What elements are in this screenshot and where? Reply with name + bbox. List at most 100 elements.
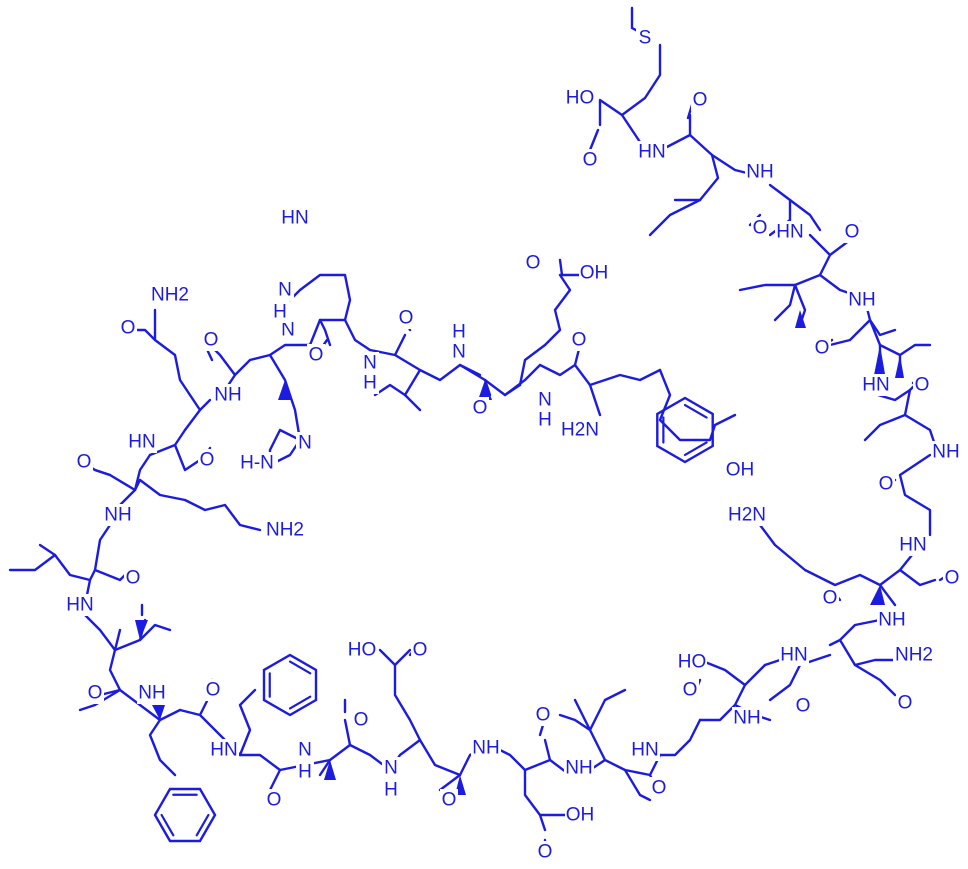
atom-label-nh-val2: N: [452, 342, 466, 363]
label-bg-nh-val3: [564, 757, 594, 779]
label-bg-h-ala1: [296, 761, 314, 783]
atom-label-nh-his2: N: [363, 353, 377, 374]
atom-label-o-asn-side: O: [898, 693, 913, 714]
label-bg-n-his2-ring: [296, 432, 314, 454]
label-bg-o-gly2: [877, 473, 895, 495]
label-bg-o-gly3: [751, 217, 769, 239]
label-bg-nh-lys1: [127, 431, 157, 453]
atom-label-nh-lys1: HN: [128, 432, 155, 453]
label-bg-nh-lys2: [877, 609, 907, 631]
label-bg-o-phe1: [204, 679, 222, 701]
atom-label-nh-phe1: NH: [138, 683, 165, 704]
atom-label-nh-asn: HN: [780, 645, 807, 666]
atom-label-nh-ala1: N: [298, 740, 312, 761]
label-bg-o-gln: [198, 449, 216, 471]
label-bg-o-leu2: [691, 89, 709, 111]
label-bg-nh-ser: [732, 707, 762, 729]
label-bg-nh-his2: [361, 352, 379, 374]
label-bg-nh-asp: [471, 737, 501, 759]
label-bg-h-val2: [450, 321, 468, 343]
label-bg-o-val3: [650, 777, 668, 799]
atom-label-o-val2: O: [399, 308, 414, 329]
atom-label-o-leu1: O: [126, 568, 141, 589]
atom-label-nh2-asn: NH2: [895, 645, 933, 666]
label-bg-hn-his1-ring: [280, 207, 310, 229]
atom-label-ho-cterm: HO: [566, 88, 595, 109]
label-bg-nh-met: [637, 141, 667, 163]
atom-label-nh2-tyr: H2N: [561, 420, 599, 441]
label-bg-o-ala1: [352, 709, 370, 731]
label-bg-hn-his2-ring: [236, 452, 278, 474]
atom-label-n-his2-ring: N: [298, 433, 312, 454]
atom-label-nh-ile1: NH: [848, 290, 875, 311]
atom-label-o-ser: O: [796, 696, 811, 717]
atom-label-h-glu1: H: [538, 410, 552, 431]
label-bg-o-asp-side: [536, 841, 554, 863]
label-bg-nh-lys2-amine: [726, 504, 768, 526]
atom-label-h-val2: H: [452, 322, 466, 343]
atom-label-nh-gln: NH: [214, 385, 241, 406]
double-bond-layer: [78, 103, 950, 852]
label-bg-n-his1-ring: [276, 279, 294, 301]
label-bg-nh-asn: [779, 644, 809, 666]
label-bg-h-his2: [361, 372, 379, 394]
atom-label-o-tyr: O: [572, 330, 587, 351]
atom-label-o-glu1: O: [473, 398, 488, 419]
atom-label-nh-val1: HN: [66, 595, 93, 616]
atom-label-o-asn: O: [823, 588, 838, 609]
atom-label-o-asp-side: O: [538, 842, 553, 863]
atom-label-o-lys1: O: [77, 452, 92, 473]
atom-label-h-his1: H: [273, 302, 287, 323]
atom-label-o-ala1: O: [354, 710, 369, 731]
atom-label-nh-leu2: NH: [746, 162, 773, 183]
atom-label-h-ala1: H: [298, 762, 312, 783]
label-bg-nh-ile2: [861, 374, 891, 396]
label-bg-nh-gly2: [898, 534, 928, 556]
label-bg-o-asn: [821, 587, 839, 609]
label-bg-ho-ser: [677, 651, 707, 673]
atom-label-o-glu1-side: O: [526, 253, 541, 274]
label-bg-nh-glu2: [382, 757, 400, 779]
atom-label-hn-his1-ring: HN: [281, 208, 308, 229]
label-bg-nh2-asn: [893, 644, 935, 666]
label-bg-o-lys2: [943, 567, 961, 589]
aromatic-ring-layer: [153, 396, 714, 843]
atom-label-oh-glu1: OH: [580, 263, 609, 284]
label-bg-o-val2: [397, 307, 415, 329]
label-bg-o-ala2: [913, 374, 931, 396]
label-bg-nh-val2: [450, 341, 468, 363]
bond-layer: [8, 6, 937, 832]
label-bg-nh2-lys1: [264, 519, 306, 541]
atom-label-o-ile1: O: [845, 222, 860, 243]
atom-label-nh-gly1: HN: [631, 740, 658, 761]
atom-label-o-glu2-side: O: [413, 640, 428, 661]
label-bg-nh2-gln: [149, 284, 191, 306]
atom-label-nh-glu1: N: [538, 390, 552, 411]
label-bg-nh-gln: [213, 384, 243, 406]
label-bg-o-asn-side: [896, 692, 914, 714]
label-bg-o-cterm: [581, 149, 599, 171]
label-bg-nh2-tyr: [559, 419, 601, 441]
label-bg-o-leu1: [124, 567, 142, 589]
atom-label-nh-glu2: N: [384, 758, 398, 779]
atom-label-nh-gly2: HN: [899, 535, 926, 556]
atom-label-n-his1-ring: N: [278, 280, 292, 301]
atom-label-h-his2: H: [363, 373, 377, 394]
atom-label-o-lys2: O: [945, 568, 960, 589]
label-bg-o-lys1: [75, 451, 93, 473]
atom-label-nh-phe2: HN: [210, 740, 237, 761]
label-bg-nh-ala2: [931, 441, 961, 463]
label-bg-nh-leu1: [103, 504, 133, 526]
label-bg-ho-cterm: [565, 87, 595, 109]
atom-label-o-glu2: O: [442, 790, 457, 811]
atom-label-nh-val3: NH: [565, 758, 592, 779]
label-bg-o-tyr: [570, 329, 588, 351]
atom-label-o-gln-side: O: [121, 318, 136, 339]
label-bg-ho-glu2: [347, 639, 377, 661]
atom-label-nh-ser: NH: [733, 708, 760, 729]
label-bg-o-gly1: [681, 679, 699, 701]
atom-label-nh-lys2-amine: H2N: [728, 505, 766, 526]
atom-label-o-phe2: O: [267, 790, 282, 811]
